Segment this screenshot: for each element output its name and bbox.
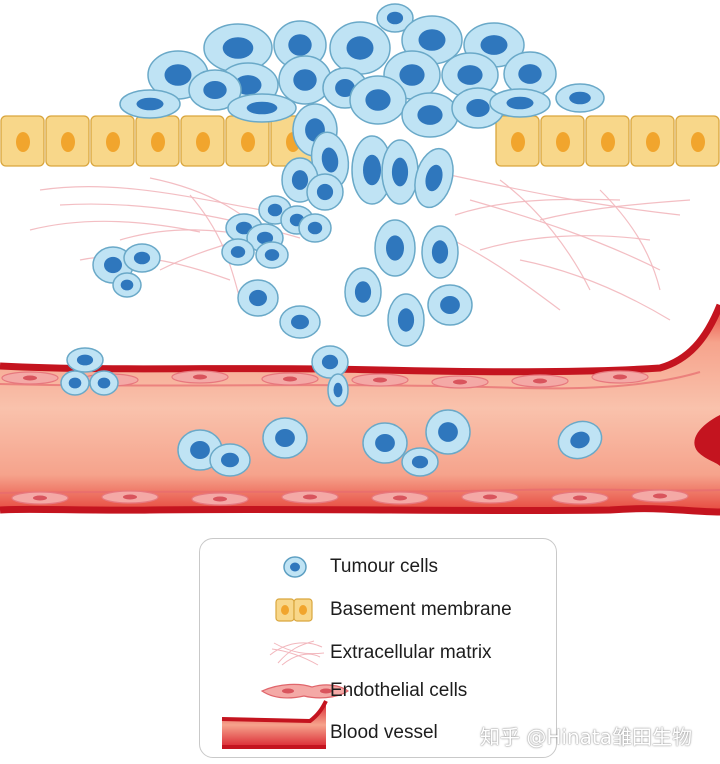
blood-vessel [0, 303, 720, 516]
tumour-cell [221, 238, 255, 266]
endothelial-nucleus [453, 379, 467, 385]
membrane-nucleus [556, 132, 570, 152]
endothelial-nucleus [483, 494, 497, 500]
endothelial-nucleus [33, 495, 47, 501]
membrane-nucleus [61, 132, 75, 152]
membrane-nucleus [151, 132, 165, 152]
basement-membrane-icon [275, 598, 313, 622]
matrix-fibre [469, 199, 661, 271]
tumour-cell [327, 373, 349, 407]
tumour-cell [278, 55, 332, 105]
endothelial-nucleus [613, 374, 627, 380]
endothelial-nucleus [193, 374, 207, 380]
tumour-cell [123, 243, 161, 273]
endothelial-nucleus [23, 375, 37, 381]
watermark: 知乎 @Hinata雏田生物 [480, 725, 692, 749]
matrix-fibre [539, 199, 691, 221]
tumour-cell [209, 443, 251, 477]
tumour-cell [60, 370, 90, 396]
membrane-nucleus [511, 132, 525, 152]
tumour-cell [362, 422, 408, 464]
tumour-cell [227, 93, 297, 123]
tumour-cell [255, 241, 289, 269]
tumour-cell [188, 69, 242, 111]
tumour-cell [381, 139, 419, 205]
tumour-cell [349, 75, 407, 125]
endothelial-nucleus [393, 495, 407, 501]
tumour-cell [344, 267, 382, 317]
legend: Tumour cells Basement membrane Extracell… [199, 538, 557, 758]
tumour-cell [489, 88, 551, 118]
endothelial-nucleus [373, 377, 387, 383]
membrane-nucleus [241, 132, 255, 152]
membrane-nucleus [691, 132, 705, 152]
tumour-cell [503, 51, 557, 97]
tumour-cell [112, 272, 142, 298]
tumour-cell [374, 219, 416, 277]
matrix-fibre [499, 179, 591, 291]
endothelial-nucleus [123, 494, 137, 500]
legend-label-tumour-cells: Tumour cells [330, 556, 439, 577]
tumour-cell [119, 89, 181, 119]
extracellular-matrix [29, 174, 691, 321]
tumour-cell [441, 52, 499, 98]
tumour-cell [421, 225, 459, 279]
tumour-cell [425, 409, 471, 455]
tumour-cell [311, 345, 349, 379]
tumour-cell [401, 447, 439, 477]
tumour-cell [279, 305, 321, 339]
tumour-cell [555, 83, 605, 113]
tumour-cell [262, 417, 308, 459]
legend-label-endothelial-cells: Endothelial cells [330, 680, 468, 701]
endothelial-nucleus [303, 494, 317, 500]
basement-membrane [0, 115, 720, 167]
tumour-cell [427, 284, 473, 326]
tumour-mass [60, 3, 605, 477]
extracellular-matrix-icon [269, 640, 325, 666]
matrix-fibre [29, 220, 201, 233]
endothelial-nucleus [213, 496, 227, 502]
tumour-cell [306, 173, 344, 211]
matrix-fibre [519, 259, 671, 321]
legend-label-extracellular-matrix: Extracellular matrix [330, 642, 492, 663]
endothelial-nucleus [283, 376, 297, 382]
endothelial-nucleus [573, 495, 587, 501]
matrix-fibre [449, 174, 681, 216]
tumour-cell [351, 135, 393, 205]
membrane-nucleus [601, 132, 615, 152]
endothelial-cells-icon [260, 683, 350, 699]
matrix-fibre [454, 198, 621, 216]
tumour-cell [376, 3, 414, 33]
tumour-cell [237, 279, 279, 317]
membrane-nucleus [16, 132, 30, 152]
tumour-cell [89, 370, 119, 396]
endothelial-cells [1, 370, 689, 506]
membrane-nucleus [196, 132, 210, 152]
membrane-nucleus [106, 132, 120, 152]
tumour-cell-icon [283, 556, 307, 578]
matrix-fibre [479, 235, 651, 251]
endothelial-nucleus [653, 493, 667, 499]
membrane-nucleus [646, 132, 660, 152]
matrix-fibre [39, 185, 291, 216]
tumour-cell [401, 92, 459, 138]
legend-label-blood-vessel: Blood vessel [330, 722, 438, 743]
legend-icons [221, 556, 350, 749]
tumour-cell [387, 293, 425, 347]
blood-vessel-icon [221, 700, 328, 749]
endothelial-nucleus [533, 378, 547, 384]
tumour-cell [557, 420, 603, 460]
tumour-cell [329, 21, 391, 75]
tumour-cell [414, 147, 454, 209]
tumour-cell [66, 347, 104, 373]
legend-label-basement-membrane: Basement membrane [330, 599, 512, 620]
tumour-cell [298, 213, 332, 243]
